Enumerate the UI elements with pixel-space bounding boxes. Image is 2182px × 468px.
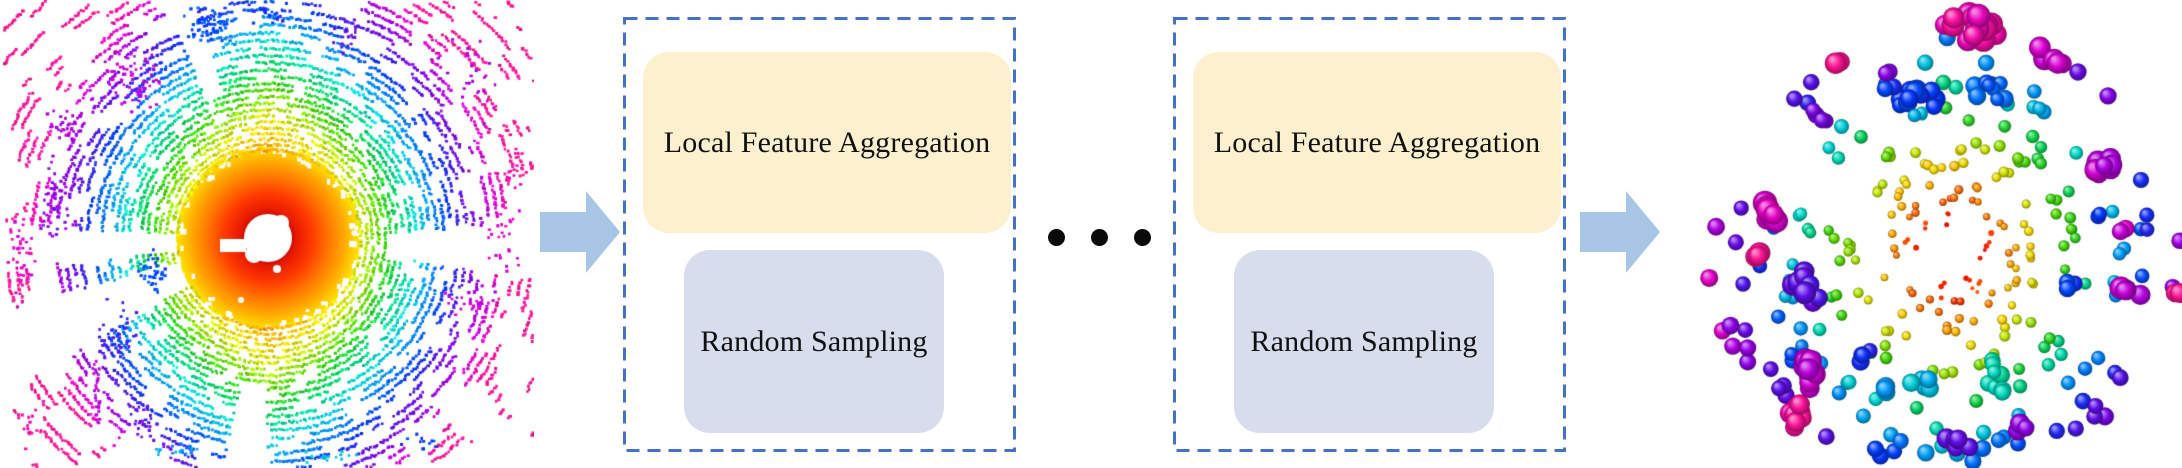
local-feature-aggregation-label: Local Feature Aggregation	[663, 126, 991, 159]
output-point-cloud-image	[1660, 0, 2182, 468]
random-sampling-label: Random Sampling	[700, 325, 928, 358]
input-point-cloud-image	[0, 0, 534, 468]
ellipsis-dot	[1048, 229, 1065, 246]
dashed-stage-border	[1173, 17, 1566, 452]
local-feature-aggregation-label: Local Feature Aggregation	[1213, 126, 1541, 159]
encoder-stage-1: Local Feature Aggregation Random Samplin…	[623, 17, 1016, 452]
flow-arrow-icon	[540, 191, 620, 273]
local-feature-aggregation-block: Local Feature Aggregation	[643, 52, 1011, 233]
ellipsis-icon	[1048, 229, 1151, 246]
random-sampling-block: Random Sampling	[1234, 250, 1494, 433]
local-feature-aggregation-block: Local Feature Aggregation	[1193, 52, 1561, 233]
ellipsis-dot	[1134, 229, 1151, 246]
encoder-stage-2: Local Feature Aggregation Random Samplin…	[1173, 17, 1566, 452]
flow-arrow-icon	[1580, 191, 1660, 273]
random-sampling-block: Random Sampling	[684, 250, 944, 433]
random-sampling-label: Random Sampling	[1250, 325, 1478, 358]
dashed-stage-border	[623, 17, 1016, 452]
ellipsis-dot	[1091, 229, 1108, 246]
